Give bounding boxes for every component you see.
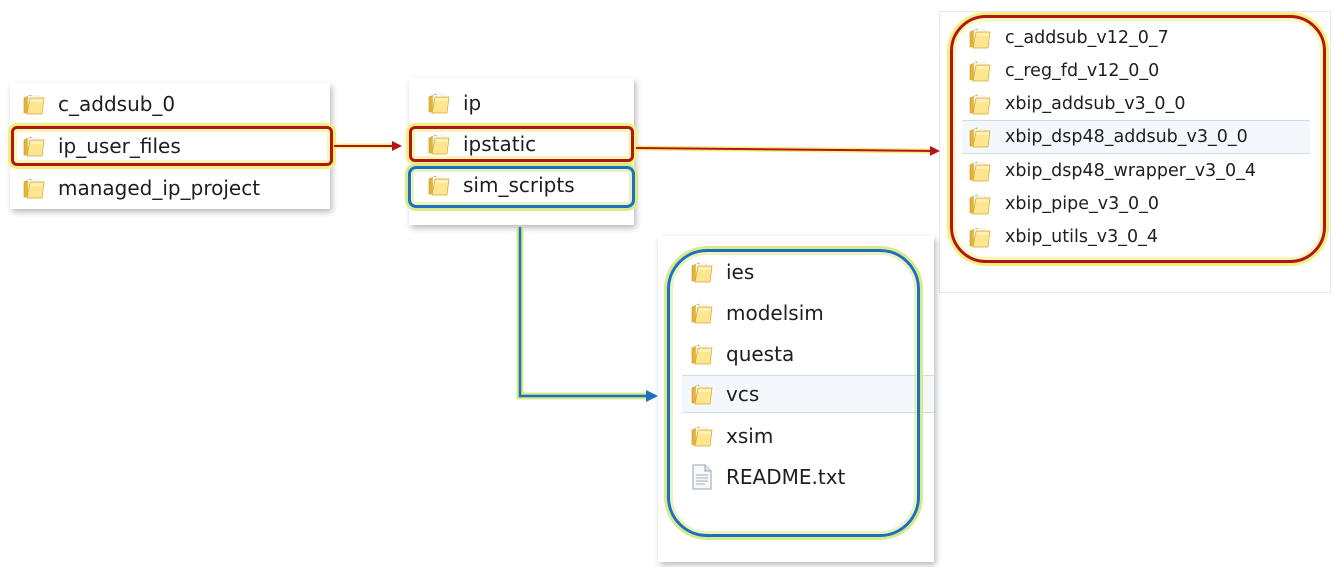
folder-icon bbox=[968, 226, 992, 248]
folder-label: xbip_dsp48_wrapper_v3_0_4 bbox=[1005, 160, 1256, 181]
arrow-ipstatic-to-contents bbox=[635, 145, 940, 156]
folder-c-addsub-v12-0-7[interactable]: c_addsub_v12_0_7 bbox=[940, 21, 1330, 55]
folder-icon bbox=[690, 425, 714, 447]
ipstatic-panel: c_addsub_v12_0_7 c_reg_fd_v12_0_0 xbip_a… bbox=[940, 12, 1330, 292]
folder-ies[interactable]: ies bbox=[658, 253, 934, 291]
text-file-icon bbox=[692, 464, 712, 490]
folder-icon bbox=[968, 27, 992, 49]
ip-user-files-panel: ip ipstatic sim_scripts bbox=[409, 78, 634, 225]
folder-xbip-pipe-v3-0-0[interactable]: xbip_pipe_v3_0_0 bbox=[940, 187, 1330, 221]
folder-ip[interactable]: ip bbox=[409, 84, 634, 122]
folder-label: ip_user_files bbox=[58, 134, 181, 158]
file-label: README.txt bbox=[726, 465, 846, 489]
folder-icon bbox=[690, 343, 714, 365]
folder-label: c_addsub_0 bbox=[58, 92, 176, 116]
folder-label: xsim bbox=[726, 424, 774, 448]
folder-questa[interactable]: questa bbox=[658, 335, 934, 373]
folder-label: c_addsub_v12_0_7 bbox=[1005, 27, 1169, 48]
folder-label: sim_scripts bbox=[463, 173, 575, 197]
folder-label: ies bbox=[726, 260, 755, 284]
folder-icon bbox=[22, 93, 46, 115]
folder-label: c_reg_fd_v12_0_0 bbox=[1005, 60, 1160, 81]
folder-label: xbip_addsub_v3_0_0 bbox=[1005, 93, 1186, 114]
folder-vcs[interactable]: vcs bbox=[682, 375, 934, 413]
folder-label: ipstatic bbox=[463, 132, 537, 156]
folder-icon bbox=[690, 383, 714, 405]
folder-icon bbox=[22, 135, 46, 157]
folder-icon bbox=[968, 193, 992, 215]
folder-label: modelsim bbox=[726, 301, 824, 325]
folder-ipstatic[interactable]: ipstatic bbox=[409, 125, 634, 163]
file-readme-txt[interactable]: README.txt bbox=[658, 458, 934, 496]
folder-icon bbox=[690, 261, 714, 283]
folder-modelsim[interactable]: modelsim bbox=[658, 294, 934, 332]
folder-label: managed_ip_project bbox=[58, 176, 261, 200]
folder-label: ip bbox=[463, 91, 482, 115]
folder-label: vcs bbox=[726, 382, 760, 406]
folder-managed-ip-project[interactable]: managed_ip_project bbox=[10, 169, 330, 207]
folder-xbip-dsp48-addsub-v3-0-0[interactable]: xbip_dsp48_addsub_v3_0_0 bbox=[962, 120, 1310, 154]
sim-scripts-panel: ies modelsim questa vcs xsim README.txt bbox=[658, 236, 934, 562]
folder-ip-user-files[interactable]: ip_user_files bbox=[10, 127, 330, 165]
arrow-sim-scripts-to-contents bbox=[516, 227, 658, 402]
folder-icon bbox=[427, 133, 451, 155]
folder-label: questa bbox=[726, 342, 795, 366]
folder-xbip-dsp48-wrapper-v3-0-4[interactable]: xbip_dsp48_wrapper_v3_0_4 bbox=[940, 154, 1330, 188]
folder-label: xbip_pipe_v3_0_0 bbox=[1005, 193, 1160, 214]
folder-icon bbox=[968, 60, 992, 82]
folder-icon bbox=[968, 160, 992, 182]
folder-icon bbox=[427, 174, 451, 196]
root-folder-panel: c_addsub_0 ip_user_files managed_ip_proj… bbox=[10, 83, 330, 209]
folder-xsim[interactable]: xsim bbox=[658, 417, 934, 455]
folder-xbip-utils-v3-0-4[interactable]: xbip_utils_v3_0_4 bbox=[940, 220, 1330, 254]
folder-xbip-addsub-v3-0-0[interactable]: xbip_addsub_v3_0_0 bbox=[940, 87, 1330, 121]
folder-icon bbox=[968, 126, 992, 148]
folder-c-reg-fd-v12-0-0[interactable]: c_reg_fd_v12_0_0 bbox=[940, 54, 1330, 88]
folder-icon bbox=[968, 93, 992, 115]
folder-icon bbox=[22, 177, 46, 199]
folder-icon bbox=[427, 92, 451, 114]
folder-sim-scripts[interactable]: sim_scripts bbox=[409, 166, 634, 204]
folder-c-addsub-0[interactable]: c_addsub_0 bbox=[10, 85, 330, 123]
folder-label: xbip_dsp48_addsub_v3_0_0 bbox=[1005, 126, 1248, 147]
folder-icon bbox=[690, 302, 714, 324]
folder-label: xbip_utils_v3_0_4 bbox=[1005, 226, 1158, 247]
